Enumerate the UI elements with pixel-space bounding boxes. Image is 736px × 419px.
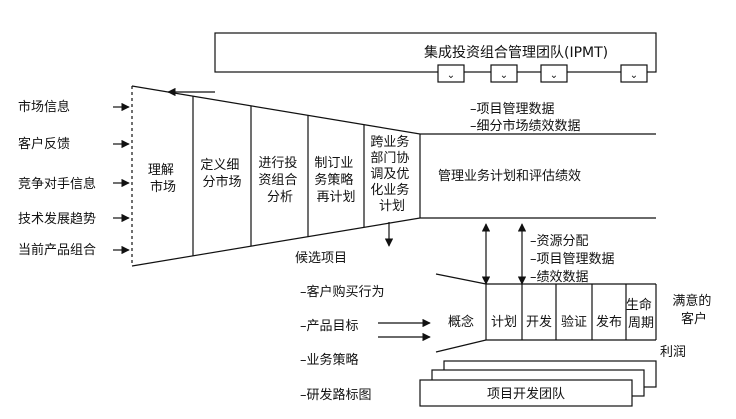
data-project-management: –项目管理数据 <box>470 102 555 117</box>
check-icon: ⌄ <box>550 70 558 81</box>
phase-lifecycle: 生命 周期 <box>626 297 656 331</box>
manage-business-plan-label: 管理业务计划和评估绩效 <box>438 168 581 184</box>
stage-define-segments: 定义细 分市场 <box>200 158 243 190</box>
stage-understand-market: 理解 市场 <box>148 163 178 195</box>
check-icon: ⌄ <box>630 70 638 81</box>
check-icon: ⌄ <box>500 70 508 81</box>
phase-verify: 验证 <box>561 314 587 330</box>
satisfied-customers: 满意的 客户 <box>672 293 715 327</box>
stage-business-strategy: 制订业 务策略 再计划 <box>314 156 357 205</box>
decision-checkbox-3 <box>540 64 568 83</box>
resource-performance-data: –绩效数据 <box>530 270 589 285</box>
candidate-item-product-goals: –产品目标 <box>300 319 359 334</box>
decision-checkbox-1 <box>437 64 465 83</box>
ipmt-decision-checkboxes: ⌄ ⌄ ⌄ ⌄ <box>437 64 648 83</box>
phase-plan: 计划 <box>491 315 517 330</box>
input-tech-trends: 技术发展趋势 <box>18 211 96 227</box>
decision-checkbox-2 <box>490 64 518 83</box>
input-market-info: 市场信息 <box>18 99 70 115</box>
input-customer-feedback: 客户反馈 <box>18 136 70 152</box>
phase-concept: 概念 <box>448 314 474 330</box>
phase-develop: 开发 <box>526 314 552 330</box>
check-icon: ⌄ <box>447 70 455 81</box>
profit-label: 利润 <box>660 345 686 360</box>
ipmt-title: 集成投资组合管理团队(IPMT) <box>424 44 608 61</box>
resource-allocation: –资源分配 <box>530 234 589 249</box>
project-team-label: 项目开发团队 <box>487 386 565 402</box>
ipmt-box <box>214 32 657 73</box>
development-pipeline: 概念 计划 开发 验证 发布 生命 周期 <box>435 273 657 353</box>
candidate-items: –客户购买行为 –产品目标 –业务策略 –研发路标图 <box>300 284 385 403</box>
ipmt-group: 集成投资组合管理团队(IPMT) ⌄ ⌄ ⌄ ⌄ <box>214 32 657 83</box>
project-team-stack: 项目开发团队 <box>419 360 657 407</box>
candidate-projects-label: 候选项目 <box>295 251 347 266</box>
market-management-funnel: 理解 市场 定义细 分市场 进行投 资组合 分析 制订业 务策略 再计划 跨业务… <box>131 85 656 267</box>
input-current-portfolio: 当前产品组合 <box>18 242 96 258</box>
input-competitor-info: 竞争对手信息 <box>18 176 96 192</box>
resource-project-data: –项目管理数据 <box>530 252 615 267</box>
stage-portfolio-analysis: 进行投 资组合 分析 <box>258 155 301 205</box>
pipeline-bottom-edge <box>435 339 656 353</box>
stage-cross-department-coordination: 跨业务 部门协 调及优 化业务 计划 <box>370 134 413 214</box>
phase-launch: 发布 <box>596 314 622 330</box>
data-segment-performance: –细分市场绩效数据 <box>470 118 581 134</box>
candidate-item-business-strategy: –业务策略 <box>300 352 359 368</box>
decision-checkbox-4 <box>620 64 648 83</box>
team-box-front <box>419 379 633 407</box>
candidate-item-customer-behavior: –客户购买行为 <box>300 284 385 300</box>
candidate-item-roadmap: –研发路标图 <box>300 387 372 403</box>
input-list: 市场信息 客户反馈 竞争对手信息 技术发展趋势 当前产品组合 <box>18 99 130 258</box>
